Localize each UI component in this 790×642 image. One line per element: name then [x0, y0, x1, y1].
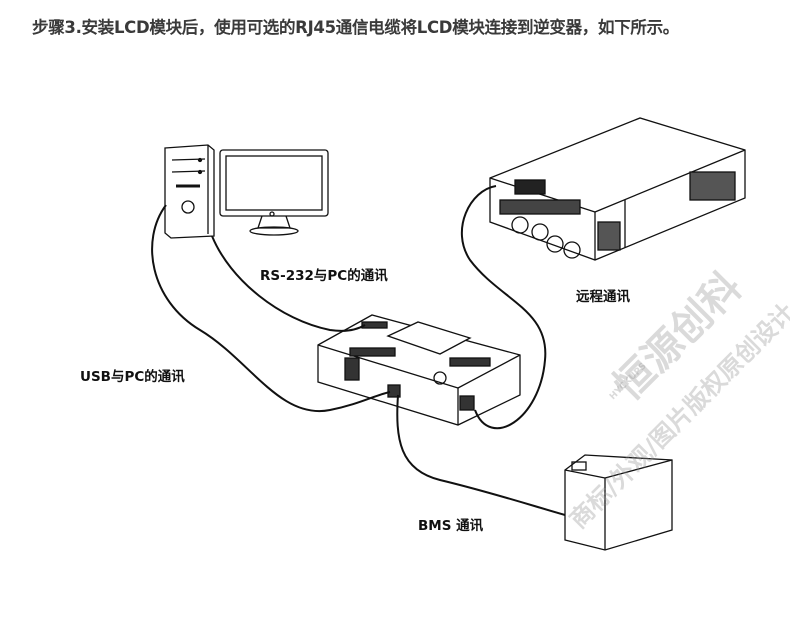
bms-cable — [396, 394, 566, 516]
remote-label: 远程通讯 — [576, 289, 630, 305]
bms-label: BMS 通讯 — [418, 518, 484, 534]
usb-label: USB与PC的通讯 — [80, 369, 185, 385]
rs232-label: RS-232与PC的通讯 — [260, 268, 388, 284]
cables — [151, 185, 566, 516]
lcd-module-icon — [317, 314, 521, 426]
pc-tower-icon — [164, 144, 215, 239]
battery-icon — [564, 454, 673, 551]
monitor-icon — [219, 149, 329, 236]
step-title: 步骤3.安装LCD模块后，使用可选的RJ45通信电缆将LCD模块连接到逆变器，如… — [32, 18, 679, 37]
inverter-icon — [489, 117, 746, 261]
remote-cable — [460, 185, 547, 430]
usb-cable — [151, 204, 391, 413]
rs232-cable — [211, 235, 366, 332]
